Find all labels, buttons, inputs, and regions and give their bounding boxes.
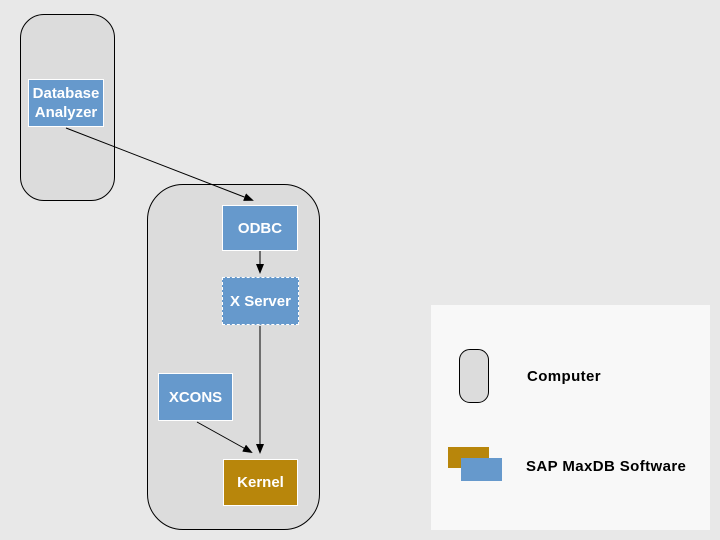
node-kernel-label: Kernel: [237, 474, 284, 491]
node-kernel: Kernel: [223, 459, 298, 506]
computer-rounded-rect-icon: [459, 349, 489, 403]
legend-computer-label: Computer: [527, 367, 602, 385]
legend-panel: Computer SAP MaxDB Software: [431, 305, 710, 530]
node-odbc: ODBC: [222, 205, 298, 251]
node-odbc-label: ODBC: [237, 219, 283, 237]
node-database-analyzer: Database Analyzer: [28, 79, 104, 127]
node-x-server-label: X Server: [230, 292, 291, 310]
legend-software-label: SAP MaxDB Software: [526, 458, 687, 475]
node-xcons-label: XCONS: [168, 388, 223, 406]
node-x-server: X Server: [222, 277, 299, 325]
node-xcons: XCONS: [158, 373, 233, 421]
legend-blue-rect: [461, 458, 502, 481]
node-database-analyzer-label: Database Analyzer: [32, 85, 100, 121]
